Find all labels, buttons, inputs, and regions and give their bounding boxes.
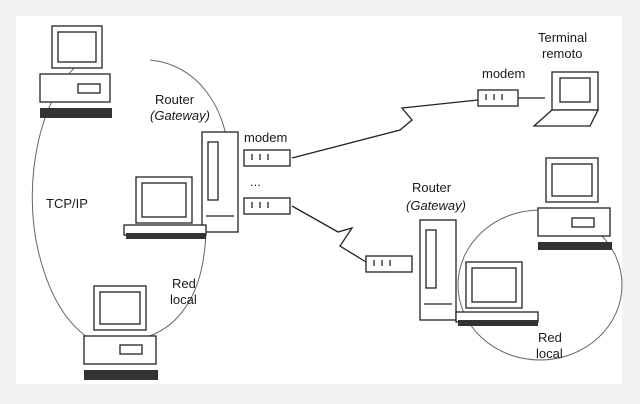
router-tower-icon	[201, 131, 239, 233]
desktop-computer-icon	[39, 25, 112, 118]
modem-label-top: modem	[482, 66, 525, 81]
modem-icon	[243, 197, 291, 215]
modem-icon	[477, 89, 519, 107]
router-label-right: Router	[412, 180, 452, 195]
dots-label: ...	[250, 174, 261, 189]
modem-label-left: modem	[244, 130, 287, 145]
desktop-computer-icon	[455, 261, 539, 326]
local-label-left: local	[170, 292, 197, 307]
terminal-label: Terminal	[538, 30, 587, 45]
desktop-computer-icon	[83, 285, 158, 380]
zigzag-link-bottom	[291, 205, 367, 263]
tcpip-label: TCP/IP	[46, 196, 88, 211]
laptop-icon	[532, 71, 600, 127]
modem-icon	[365, 255, 413, 273]
remoto-label: remoto	[542, 46, 582, 61]
gateway-label-left: (Gateway)	[150, 108, 210, 123]
desktop-computer-icon	[537, 157, 612, 250]
router-tower-icon	[419, 219, 457, 321]
red-label-right: Red	[538, 330, 562, 345]
local-label-right: local	[536, 346, 563, 361]
gateway-label-right: (Gateway)	[406, 198, 466, 213]
modem-icon	[243, 149, 291, 167]
desktop-computer-icon	[123, 176, 207, 239]
router-label-left: Router	[155, 92, 195, 107]
red-label-left: Red	[172, 276, 196, 291]
zigzag-link-top	[291, 99, 479, 159]
